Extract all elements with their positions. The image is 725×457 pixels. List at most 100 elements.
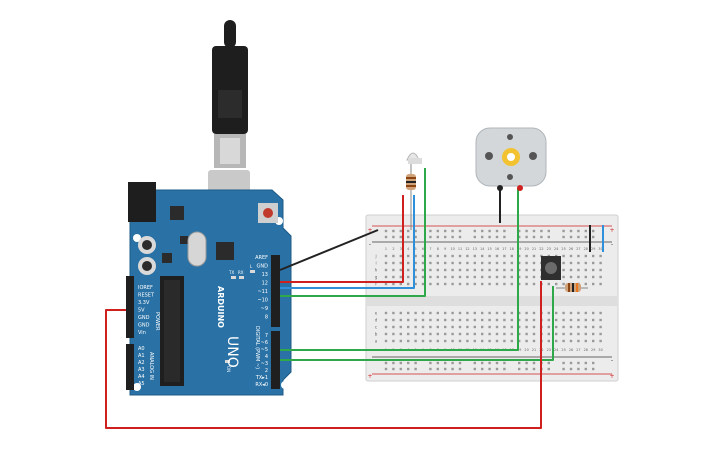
breadboard-hole[interactable] — [473, 311, 476, 315]
breadboard-hole[interactable] — [584, 325, 587, 329]
breadboard-hole[interactable] — [569, 254, 573, 258]
breadboard-hole[interactable] — [392, 254, 395, 258]
breadboard-hole[interactable] — [392, 339, 395, 343]
breadboard-hole[interactable] — [525, 361, 528, 365]
breadboard-hole[interactable] — [503, 367, 506, 371]
breadboard-hole[interactable] — [414, 229, 417, 233]
breadboard-hole[interactable] — [436, 332, 439, 336]
breadboard-hole[interactable] — [592, 275, 595, 279]
breadboard-hole[interactable] — [407, 282, 410, 286]
breadboard-hole[interactable] — [384, 361, 388, 365]
breadboard-hole[interactable] — [495, 325, 499, 329]
breadboard-hole[interactable] — [444, 332, 447, 336]
breadboard-hole[interactable] — [444, 275, 447, 279]
breadboard-hole[interactable] — [592, 339, 595, 343]
breadboard-hole[interactable] — [473, 325, 476, 329]
breadboard-hole[interactable] — [399, 332, 402, 336]
breadboard-hole[interactable] — [444, 339, 447, 343]
breadboard-hole[interactable] — [481, 367, 484, 371]
breadboard-hole[interactable] — [599, 318, 602, 322]
breadboard-hole[interactable] — [577, 254, 580, 258]
breadboard-hole[interactable] — [569, 339, 573, 343]
breadboard-hole[interactable] — [384, 332, 388, 336]
breadboard-hole[interactable] — [399, 325, 402, 329]
breadboard-hole[interactable] — [399, 229, 402, 233]
breadboard-hole[interactable] — [562, 229, 565, 233]
breadboard-hole[interactable] — [429, 318, 432, 322]
breadboard-hole[interactable] — [488, 282, 491, 286]
breadboard-hole[interactable] — [562, 282, 565, 286]
breadboard-hole[interactable] — [429, 229, 432, 233]
breadboard-hole[interactable] — [577, 229, 580, 233]
breadboard-hole[interactable] — [481, 332, 484, 336]
breadboard-hole[interactable] — [577, 339, 580, 343]
breadboard-hole[interactable] — [444, 229, 447, 233]
breadboard-hole[interactable] — [451, 268, 454, 272]
breadboard-hole[interactable] — [421, 268, 425, 272]
breadboard-hole[interactable] — [562, 235, 565, 239]
breadboard-hole[interactable] — [488, 325, 491, 329]
breadboard-hole[interactable] — [518, 361, 521, 365]
breadboard-hole[interactable] — [407, 261, 410, 265]
breadboard-hole[interactable] — [584, 361, 587, 365]
breadboard-hole[interactable] — [532, 282, 536, 286]
breadboard-hole[interactable] — [384, 367, 388, 371]
breadboard-hole[interactable] — [562, 275, 565, 279]
breadboard-hole[interactable] — [444, 261, 447, 265]
breadboard-hole[interactable] — [384, 282, 388, 286]
breadboard-hole[interactable] — [451, 361, 454, 365]
breadboard-hole[interactable] — [399, 261, 402, 265]
breadboard-hole[interactable] — [429, 275, 432, 279]
breadboard-hole[interactable] — [510, 268, 513, 272]
breadboard-hole[interactable] — [532, 254, 536, 258]
breadboard-hole[interactable] — [525, 268, 528, 272]
breadboard-hole[interactable] — [503, 268, 506, 272]
breadboard-hole[interactable] — [547, 282, 550, 286]
breadboard-hole[interactable] — [399, 339, 402, 343]
breadboard-hole[interactable] — [518, 332, 521, 336]
breadboard-hole[interactable] — [451, 254, 454, 258]
breadboard-hole[interactable] — [547, 332, 550, 336]
breadboard-hole[interactable] — [458, 282, 462, 286]
breadboard-hole[interactable] — [592, 282, 595, 286]
breadboard-hole[interactable] — [458, 325, 462, 329]
breadboard-hole[interactable] — [421, 318, 425, 322]
breadboard-hole[interactable] — [599, 275, 602, 279]
breadboard-hole[interactable] — [495, 261, 499, 265]
breadboard-hole[interactable] — [518, 254, 521, 258]
breadboard-hole[interactable] — [518, 268, 521, 272]
breadboard-hole[interactable] — [592, 254, 595, 258]
breadboard-hole[interactable] — [429, 332, 432, 336]
breadboard-hole[interactable] — [569, 318, 573, 322]
breadboard-hole[interactable] — [436, 254, 439, 258]
breadboard-hole[interactable] — [466, 275, 469, 279]
breadboard-hole[interactable] — [518, 325, 521, 329]
breadboard-hole[interactable] — [577, 275, 580, 279]
breadboard-hole[interactable] — [495, 235, 499, 239]
breadboard-hole[interactable] — [436, 325, 439, 329]
breadboard-hole[interactable] — [451, 261, 454, 265]
breadboard-hole[interactable] — [510, 275, 513, 279]
breadboard-hole[interactable] — [392, 282, 395, 286]
breadboard-hole[interactable] — [466, 282, 469, 286]
breadboard-hole[interactable] — [569, 229, 573, 233]
breadboard-hole[interactable] — [429, 361, 432, 365]
breadboard-hole[interactable] — [458, 318, 462, 322]
breadboard-hole[interactable] — [473, 235, 476, 239]
breadboard-hole[interactable] — [392, 318, 395, 322]
breadboard-hole[interactable] — [518, 235, 521, 239]
breadboard-hole[interactable] — [495, 229, 499, 233]
breadboard-hole[interactable] — [481, 275, 484, 279]
breadboard-hole[interactable] — [458, 235, 462, 239]
breadboard-hole[interactable] — [481, 261, 484, 265]
breadboard-hole[interactable] — [421, 275, 425, 279]
breadboard-hole[interactable] — [488, 235, 491, 239]
breadboard-hole[interactable] — [414, 282, 417, 286]
breadboard-hole[interactable] — [555, 325, 558, 329]
breadboard-hole[interactable] — [569, 268, 573, 272]
breadboard-hole[interactable] — [510, 332, 513, 336]
breadboard-hole[interactable] — [495, 318, 499, 322]
breadboard-hole[interactable] — [451, 229, 454, 233]
breadboard-hole[interactable] — [584, 254, 587, 258]
breadboard-hole[interactable] — [495, 367, 499, 371]
